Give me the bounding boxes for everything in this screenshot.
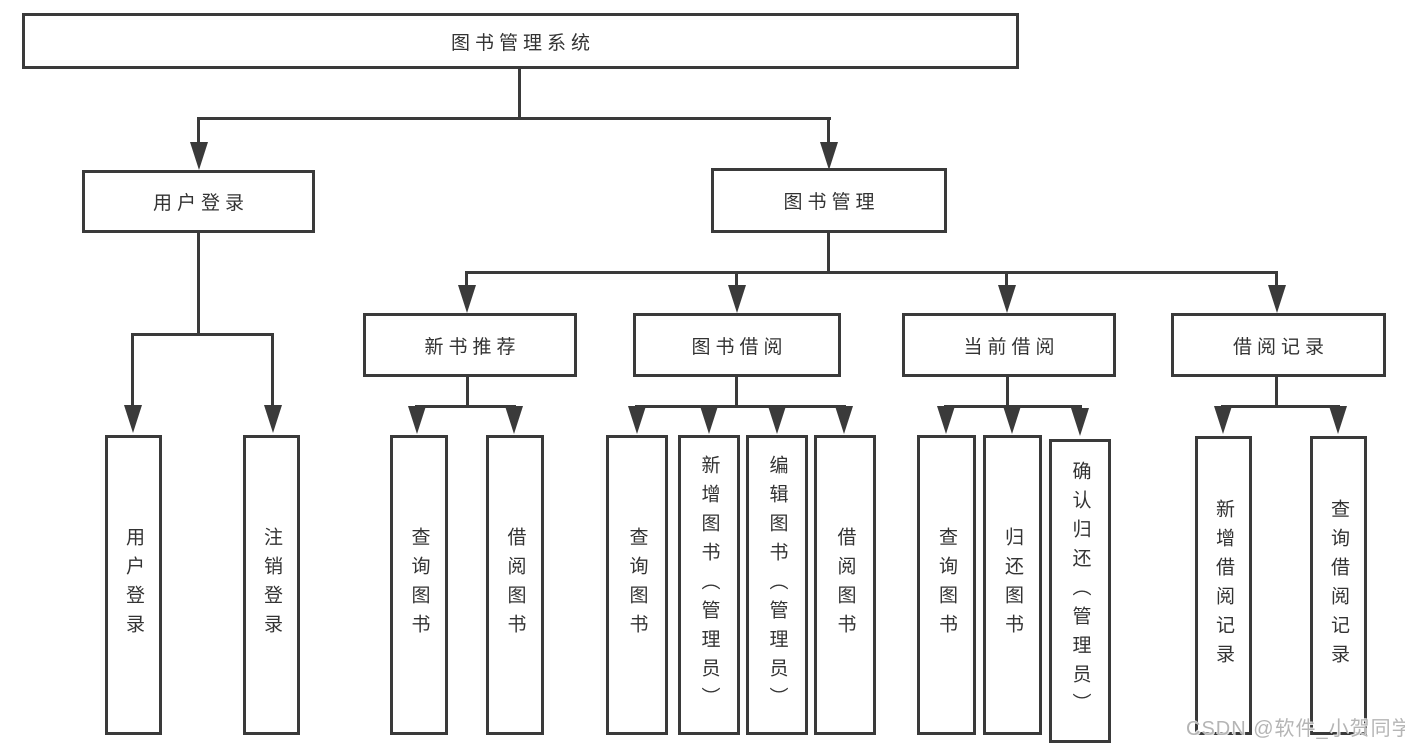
node-query-borrow-record: 查询借阅记录 [1310,436,1367,735]
node-label: 图书管理系统 [450,32,595,54]
connector-logout-drop [271,333,274,409]
connector-newbook-drop [465,271,468,289]
node-label: 图书借阅 [691,336,788,358]
node-label: 图书管理 [783,192,880,213]
arrowhead-down-icon [458,285,476,313]
node-label: 新书推荐 [424,336,521,358]
node-label: 查询借阅记录 [1328,498,1349,673]
arrowhead-down-icon [1214,406,1232,434]
arrowhead-down-icon [1329,406,1347,434]
arrowhead-down-icon [998,285,1016,313]
arrowhead-down-icon [408,406,426,434]
arrowhead-down-icon [820,142,838,170]
node-add-books-admin: 新增图书（管理员） [678,435,740,735]
arrowhead-down-icon [1268,285,1286,313]
node-book-borrowing: 图书借阅 [633,313,841,377]
node-new-book-recommend: 新书推荐 [363,313,577,377]
node-borrowing-borrow-books: 借阅图书 [814,435,876,735]
node-label: 借阅图书 [834,527,856,643]
connector-user-login-stub [197,233,200,336]
node-label: 借阅图书 [504,527,526,643]
node-user-login: 用户登录 [82,170,315,233]
node-borrowing-query-books: 查询图书 [606,435,668,735]
node-book-management: 图书管理 [711,168,947,233]
node-label: 注销登录 [261,527,282,643]
watermark: CSDN @软件_小贺同学 [1186,718,1405,740]
connector-newbook-stub [466,377,469,408]
arrowhead-down-icon [124,405,142,433]
node-library-system: 图书管理系统 [22,13,1019,69]
connector-book-mgmt-drop [827,117,830,146]
node-label: 查询图书 [626,527,648,643]
connector-book-mgmt-stub [827,233,830,274]
node-newbook-borrow-books: 借阅图书 [486,435,544,735]
arrowhead-down-icon [728,285,746,313]
node-borrowing-records: 借阅记录 [1171,313,1386,377]
node-label: 借阅记录 [1232,336,1329,358]
node-label: 编辑图书（管理员） [766,454,788,716]
connector-level2-bus [197,117,831,120]
arrowhead-down-icon [1071,408,1089,436]
arrowhead-down-icon [264,405,282,433]
node-current-borrowing: 当前借阅 [902,313,1116,377]
arrowhead-down-icon [1003,406,1021,434]
node-label: 当前借阅 [963,336,1060,358]
connector-current-stub [1006,377,1009,408]
connector-login-drop [131,333,134,409]
connector-records-drop [1275,271,1278,289]
node-return-books: 归还图书 [983,435,1042,735]
connector-user-login-bus [131,333,274,336]
node-label: 用户登录 [123,527,144,643]
node-label: 查询图书 [408,527,430,643]
arrowhead-down-icon [768,406,786,434]
connector-user-login-drop [197,117,200,146]
node-current-query-books: 查询图书 [917,435,976,735]
node-confirm-return-admin: 确认归还（管理员） [1049,439,1111,743]
connector-current-drop [1005,271,1008,289]
node-login: 用户登录 [105,435,162,735]
node-label: 用户登录 [152,193,249,214]
arrowhead-down-icon [700,406,718,434]
connector-records-stub [1275,377,1278,408]
connector-borrowing-bus [635,405,846,408]
connector-borrowing-stub [735,377,738,408]
connector-borrowing-drop [735,271,738,289]
node-label: 新增图书（管理员） [698,454,720,716]
node-edit-books-admin: 编辑图书（管理员） [746,435,808,735]
node-label: 查询图书 [936,527,957,643]
arrowhead-down-icon [190,142,208,170]
arrowhead-down-icon [505,406,523,434]
node-label: 新增借阅记录 [1213,498,1234,673]
node-newbook-query-books: 查询图书 [390,435,448,735]
node-logout: 注销登录 [243,435,300,735]
node-add-borrow-record: 新增借阅记录 [1195,436,1252,735]
node-label: 归还图书 [1002,527,1023,643]
arrowhead-down-icon [937,406,955,434]
arrowhead-down-icon [835,406,853,434]
connector-records-bus [1221,405,1340,408]
arrowhead-down-icon [628,406,646,434]
connector-newbook-bus [415,405,516,408]
connector-root-stub [518,69,521,120]
connector-level3-bus [465,271,1278,274]
node-label: 确认归还（管理员） [1069,460,1091,722]
